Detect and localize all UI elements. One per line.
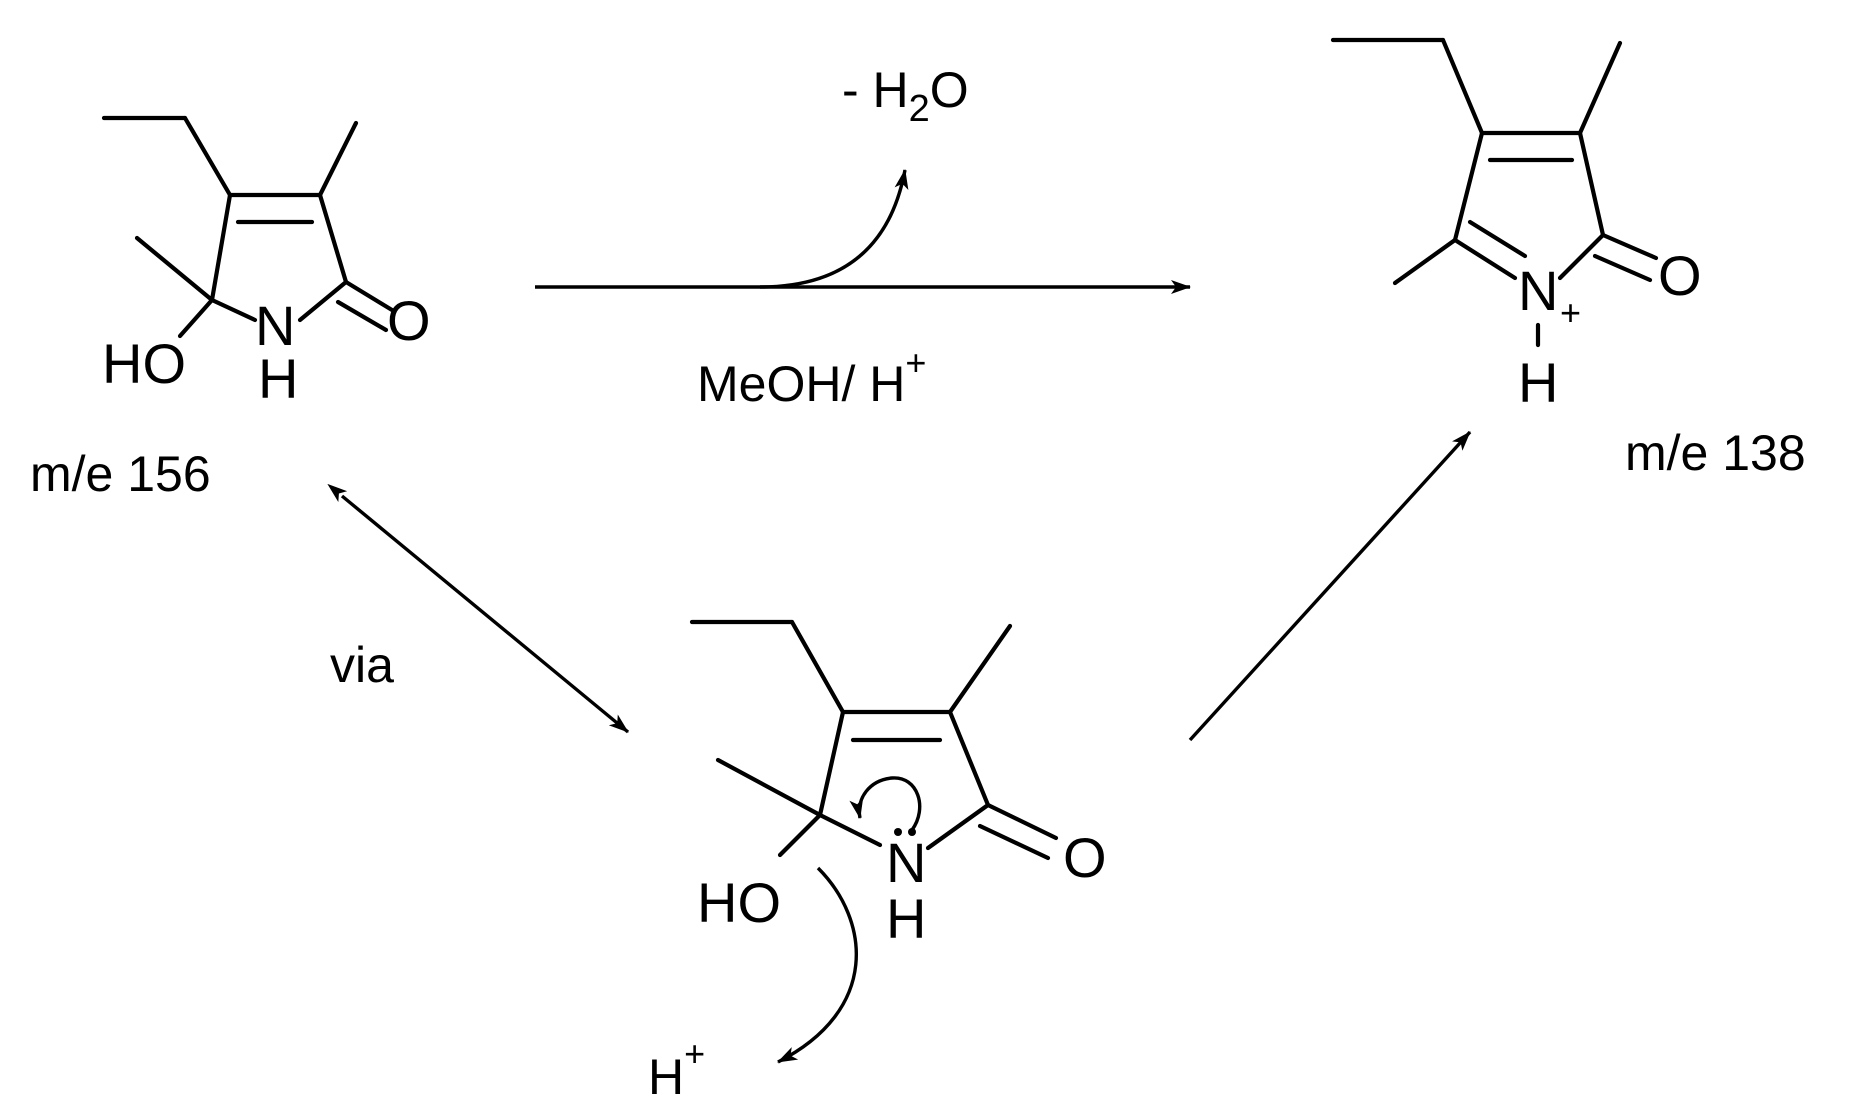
intermediate-bonds — [689, 619, 1059, 861]
start-structure: HO N H O m/e 156 — [30, 115, 431, 502]
proton-loss-curved-arrow — [777, 866, 858, 1064]
proton-label: H+ — [648, 1033, 705, 1105]
product-charge-label: + — [1560, 292, 1581, 333]
main-reaction-arrow: - H2O MeOH/ H+ — [535, 62, 1191, 412]
start-hydroxyl-label: HO — [102, 332, 186, 395]
lone-pair-dot-left — [894, 828, 902, 836]
reaction-conditions-label: MeOH/ H+ — [697, 342, 926, 412]
product-bonds — [1330, 37, 1659, 348]
intermediate-carbonyl-oxygen-label: O — [1063, 826, 1107, 889]
start-nh-hydrogen-label: H — [258, 347, 298, 410]
intermediate-nh-hydrogen-label: H — [886, 887, 926, 950]
product-nitrogen-label: N — [1518, 259, 1558, 322]
start-carbonyl-oxygen-label: O — [387, 289, 431, 352]
intermediate-to-product-arrow — [1188, 430, 1472, 742]
equilibrium-double-arrow — [327, 483, 630, 734]
intermediate-nitrogen-label: N — [886, 831, 926, 894]
start-nitrogen-label: N — [255, 294, 295, 357]
water-loss-curved-arrow — [759, 169, 909, 289]
via-label: via — [330, 637, 394, 693]
product-nh-hydrogen-label: H — [1518, 351, 1558, 414]
start-mass-label: m/e 156 — [30, 446, 211, 502]
start-bonds — [101, 115, 395, 339]
lone-pair-dot-right — [908, 828, 916, 836]
intermediate-structure: HO N H O H+ — [648, 619, 1107, 1105]
lone-pair-curved-arrow — [849, 776, 922, 831]
intermediate-hydroxyl-label: HO — [697, 871, 781, 934]
product-mass-label: m/e 138 — [1625, 425, 1806, 481]
product-structure: N + H O m/e 138 — [1330, 37, 1806, 481]
water-loss-label: - H2O — [842, 62, 969, 130]
product-carbonyl-oxygen-label: O — [1658, 244, 1702, 307]
